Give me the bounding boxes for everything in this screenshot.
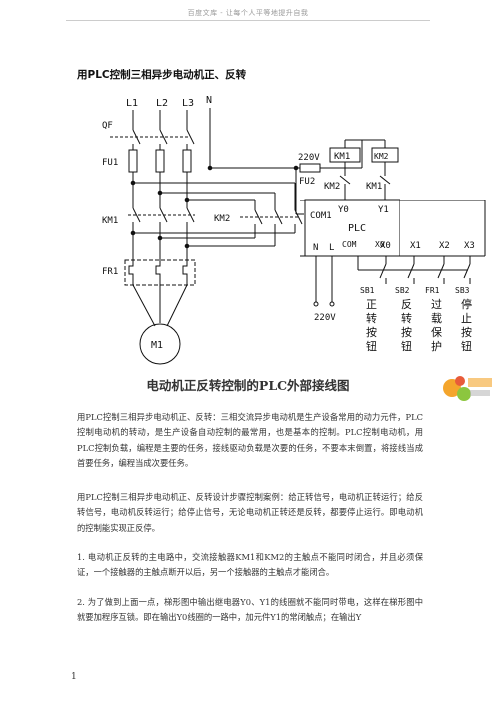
label-x1-b: X1 [410, 241, 421, 251]
label-n: N [206, 95, 212, 106]
label-fr1-input: FR1 [425, 286, 440, 295]
figure-caption: 电动机正反转控制的PLC外部接线图 [146, 378, 350, 393]
plc-wiring-diagram: L1 L2 L3 N QF FU1 KM1 [102, 95, 400, 365]
label-coil-km2: KM2 [374, 152, 389, 161]
label-km1: KM1 [102, 216, 118, 226]
label-y1: Y1 [378, 205, 389, 215]
label-com1: COM1 [310, 211, 332, 221]
plc-inputs: X2 X3 X0 X1 SB1 SB2 FR1 SB3 正转按钮反转按钮过载保护… [300, 200, 486, 353]
label-km2: KM2 [214, 214, 230, 224]
label-x2: X2 [439, 241, 450, 251]
label-plc-l: L [329, 243, 334, 253]
label-sb2: SB2 [395, 286, 410, 295]
label-fwd-char: 按 [366, 325, 377, 339]
qf-breaker [110, 129, 195, 150]
km2-branch-wiring [130, 180, 296, 210]
label-contact-km2: KM2 [324, 182, 340, 192]
label-fr1: FR1 [102, 267, 118, 277]
label-220v-top: 220V [298, 153, 320, 163]
switch-sb2 [407, 263, 415, 284]
label-coil-km1: KM1 [334, 152, 350, 162]
label-stop-char: 按 [461, 325, 472, 339]
label-overload-char: 保 [431, 325, 442, 339]
motor-m1 [139, 323, 181, 365]
label-overload-char: 载 [431, 312, 442, 325]
switch-sb1 [379, 263, 387, 284]
label-stop-char: 钮 [461, 339, 472, 353]
paragraph-2: 用PLC控制三相异步电动机正、反转设计步骤控制案例：给正转信号，电动机正转运行；… [77, 492, 423, 533]
label-rev-char: 转 [401, 311, 412, 325]
paragraph-1: 用PLC控制三相异步电动机正、反转：三相交流异步电动机是生产设备常用的动力元件，… [77, 412, 423, 469]
label-overload-char: 过 [431, 298, 442, 311]
km2-contacts [130, 209, 303, 249]
label-qf: QF [102, 121, 113, 131]
label-fwd-char: 转 [366, 311, 377, 325]
label-sb3: SB3 [455, 286, 470, 295]
label-rev-char: 钮 [401, 339, 412, 353]
paragraph-4: 2. 为了做到上面一点，梯形图中输出继电器Y0、Y1的线圈就不能同时带电，这样在… [77, 597, 423, 623]
label-m1: M1 [151, 340, 163, 351]
label-rev-char: 反 [401, 298, 412, 311]
control-supply [207, 118, 362, 173]
label-sb1: SB1 [360, 286, 375, 295]
label-x0-b: X0 [380, 241, 391, 251]
label-220v-bottom: 220V [314, 313, 336, 323]
label-fu1: FU1 [102, 158, 118, 168]
label-x3: X3 [464, 241, 475, 251]
page-header: 百度文库 - 让每个人平等地提升自我 [187, 9, 309, 17]
switch-fr1 [437, 263, 445, 284]
label-plc-com: COM [342, 240, 357, 249]
label-stop-char: 停 [461, 297, 472, 311]
label-rev-char: 按 [401, 325, 412, 339]
document-title: 用PLC控制三相异步电动机正、反转 [77, 69, 247, 81]
paragraph-3: 1. 电动机正反转的主电路中，交流接触器KM1和KM2的主触点不能同时闭合，并且… [77, 552, 423, 578]
label-fwd-char: 钮 [366, 339, 377, 353]
label-fu2: FU2 [299, 177, 315, 187]
label-overload-char: 护 [431, 339, 442, 353]
label-fwd-char: 正 [366, 298, 377, 311]
switch-sb3 [463, 263, 471, 284]
label-contact-km1: KM1 [366, 182, 382, 192]
page-number: 1 [71, 672, 77, 682]
label-l2: L2 [156, 98, 168, 109]
label-stop-char: 止 [461, 312, 472, 325]
label-x0: X0 [375, 240, 385, 249]
label-plc-n: N [313, 243, 318, 253]
header-rule [66, 20, 430, 21]
label-l1: L1 [126, 98, 138, 109]
watermark-logo [443, 376, 492, 401]
label-l3: L3 [182, 98, 194, 109]
plc-power-wires [313, 256, 335, 307]
label-plc: PLC [348, 223, 366, 234]
km1-contacts [128, 193, 195, 260]
coil-wiring [339, 139, 391, 200]
fr1-relay [124, 259, 196, 327]
label-y0: Y0 [338, 205, 349, 215]
com1-junction [293, 165, 299, 171]
